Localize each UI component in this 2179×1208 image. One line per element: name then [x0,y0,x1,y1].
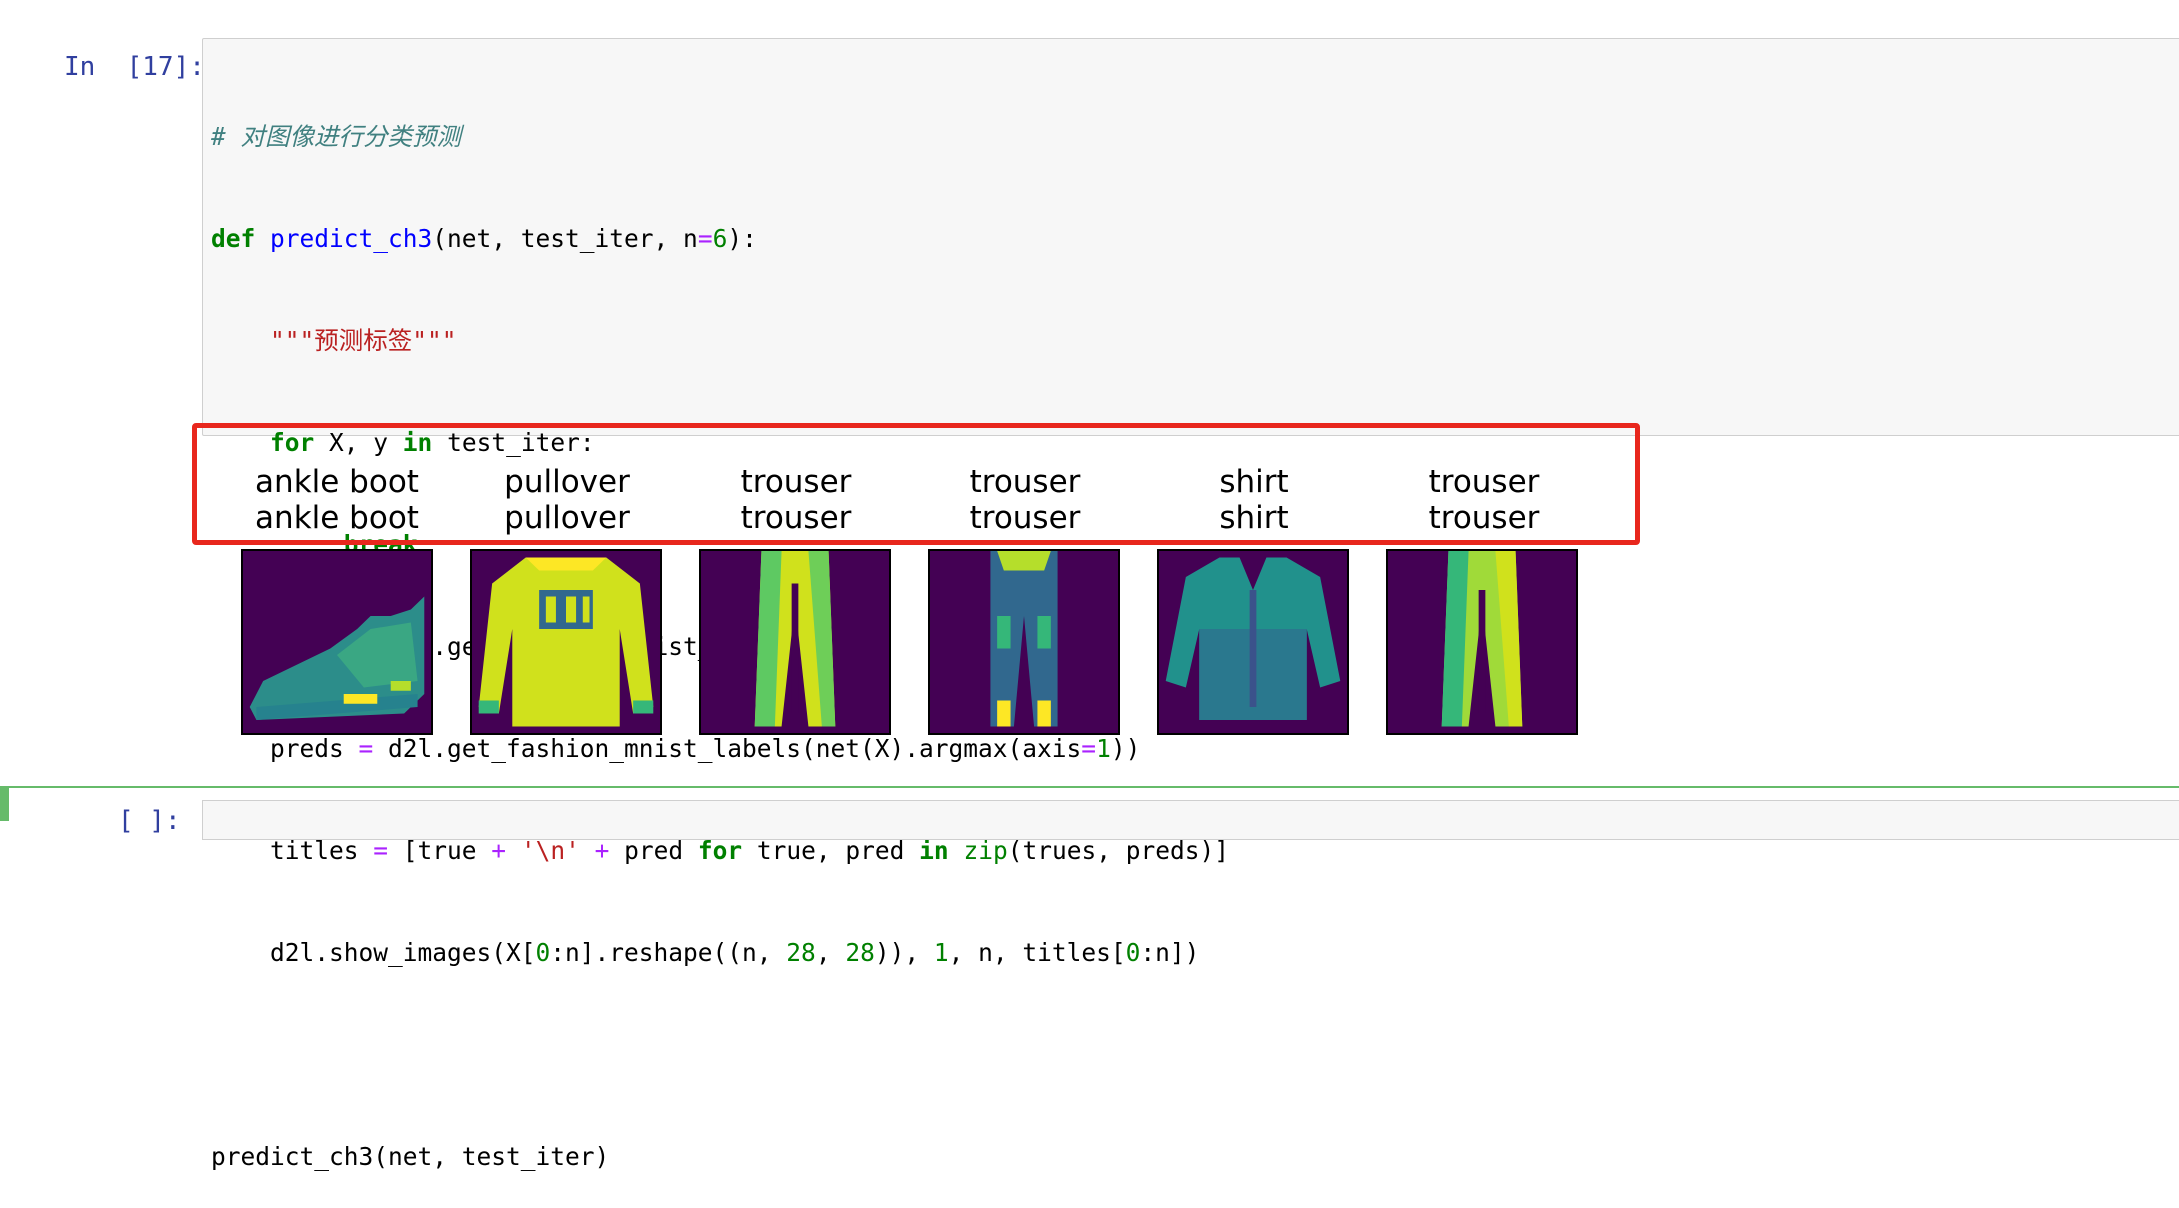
operator: + [594,836,610,865]
code-text: predict_ch3(net, test_iter) [211,1142,610,1171]
pred-label-4: trouser [969,500,1081,536]
code-text: :n].reshape((n, [550,938,787,967]
number: 28 [845,938,875,967]
keyword: for [270,428,315,457]
function-name: predict_ch3 [270,224,433,253]
prediction-labels-highlight [192,423,1640,545]
code-input-area[interactable] [202,38,2179,436]
code-text: X, y [314,428,403,457]
trouser-image [699,549,891,735]
code-line-4: for X, y in test_iter: [211,426,1229,460]
true-label-2: pullover [504,464,630,500]
code-line-10 [211,1038,1229,1072]
operator: = [373,836,389,865]
code-text: )), [874,938,934,967]
code-text: :n]) [1140,938,1200,967]
operator: = [697,224,713,253]
code-text: pred [609,836,698,865]
code-text: ): [727,224,757,253]
next-input-prompt: [ ]: [118,806,181,836]
indent [211,326,270,355]
code-text: test_iter: [432,428,595,457]
pred-label-1: ankle boot [255,500,419,536]
input-prompt: In [17]: [64,52,205,82]
code-text: , n, titles[ [948,938,1126,967]
keyword: in [402,428,433,457]
true-label-6: trouser [1428,464,1540,500]
pullover-image [470,549,662,735]
code-line-11: predict_ch3(net, test_iter) [211,1140,1229,1174]
code-text: , [815,938,846,967]
operator: = [1081,734,1097,763]
true-label-4: trouser [969,464,1081,500]
code-text: preds [211,734,359,763]
selected-cell-border [0,786,2179,788]
docstring: """预测标签""" [270,326,457,355]
code-text [580,836,595,865]
builtin: zip [963,836,1008,865]
keyword: for [697,836,743,865]
number: 1 [1096,734,1111,763]
code-line-3: """预测标签""" [211,324,1229,358]
number: 1 [933,938,949,967]
code-text [949,836,964,865]
trouser-image [1386,549,1578,735]
selected-cell-indicator [0,786,9,821]
ankle-boot-image [241,549,433,735]
true-label-1: ankle boot [255,464,419,500]
number: 0 [1125,938,1141,967]
code-text: d2l.get_fashion_mnist_labels(net(X).argm… [373,734,1082,763]
number: 0 [535,938,551,967]
code-text: )) [1110,734,1141,763]
code-text: titles [211,836,374,865]
code-text: true, pred [742,836,920,865]
code-text: d2l.show_images(X[ [211,938,536,967]
true-label-3: trouser [740,464,852,500]
pred-label-2: pullover [504,500,630,536]
pred-label-6: trouser [1428,500,1540,536]
operator: + [491,836,507,865]
string: '\n' [520,836,580,865]
keyword: in [919,836,949,865]
code-line-7: preds = d2l.get_fashion_mnist_labels(net… [211,732,1229,766]
trouser-image [928,549,1120,735]
operator: = [358,734,374,763]
code-line-1: # 对图像进行分类预测 [211,120,1229,154]
code-line-2: def predict_ch3(net, test_iter, n=6): [211,222,1229,256]
number: 28 [786,938,816,967]
true-label-5: shirt [1219,464,1289,500]
pred-label-3: trouser [740,500,852,536]
pred-label-5: shirt [1219,500,1289,536]
code-text [506,836,521,865]
keyword: def [211,224,256,253]
next-code-input[interactable] [202,800,2179,840]
shirt-image [1157,549,1349,735]
code-text: (net, test_iter, n [432,224,698,253]
number: 6 [712,224,728,253]
code-text: (trues, preds)] [1007,836,1229,865]
code-text: [true [388,836,492,865]
comment: # 对图像进行分类预测 [211,122,461,151]
code-line-9: d2l.show_images(X[0:n].reshape((n, 28, 2… [211,936,1229,970]
